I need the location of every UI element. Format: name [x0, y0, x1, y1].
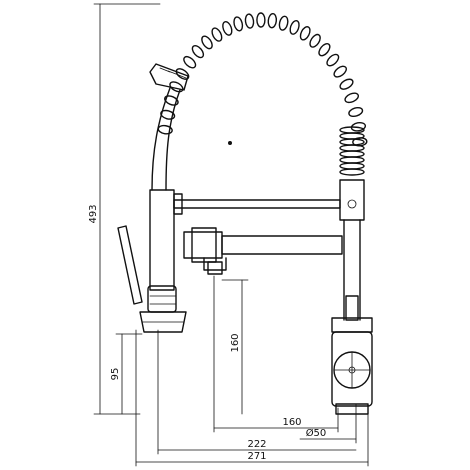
spring-coil-loop [339, 156, 365, 164]
dim-spout-height: 160 [230, 333, 241, 352]
dim-base-diameter: Ø50 [306, 427, 327, 439]
body-column [149, 189, 175, 291]
spring-coil-loop [233, 16, 244, 32]
spout-arm [221, 235, 343, 255]
spring-coil-loop [175, 68, 190, 80]
spring-coil-loop [244, 13, 255, 29]
dim-spout-reach: 160 [282, 417, 301, 428]
spring-coil-loop [222, 21, 233, 36]
spring-coil-loop [289, 19, 300, 35]
faucet-outline [117, 12, 373, 415]
spring-coil-loop [339, 132, 365, 140]
spring-coil [157, 12, 368, 176]
spring-coil-loop [326, 53, 340, 67]
spring-coil-loop [201, 35, 213, 50]
dim-total-height: 493 [88, 204, 99, 223]
dim-total-width: 271 [247, 451, 266, 462]
spring-coil-loop [339, 162, 365, 170]
spring-coil-loop [256, 12, 266, 28]
spring-coil-loop [211, 27, 223, 42]
dim-inner-width: 222 [247, 439, 266, 450]
faucet-base [139, 311, 187, 333]
spring-coil-loop [350, 121, 367, 132]
spring-coil-loop [339, 78, 354, 90]
spring-coil-loop [339, 150, 365, 158]
spring-coil-loop [183, 55, 197, 69]
spring-coil-loop [299, 26, 311, 41]
spring-coil-loop [309, 33, 321, 48]
dimension-labels: 493 95 160 160 Ø50 222 271 [88, 204, 326, 462]
spring-coil-loop [164, 95, 179, 106]
spring-coil-loop [267, 13, 278, 29]
spring-coil-loop [348, 106, 364, 118]
spring-coil-loop [339, 168, 365, 176]
hose [151, 87, 171, 191]
spring-coil-loop [318, 43, 331, 57]
dimension-lines [93, 3, 369, 467]
spring-coil-loop [339, 138, 365, 146]
center-mark [228, 141, 232, 145]
spring-coil-loop [278, 15, 289, 31]
hose-guide-bar [173, 199, 341, 209]
dim-base-height: 95 [110, 368, 121, 381]
spring-coil-loop [344, 92, 360, 104]
spray-nozzle [149, 63, 189, 91]
spring-coil-loop [191, 44, 205, 59]
handle-lever [117, 225, 143, 305]
spray-holder [339, 179, 365, 221]
spring-coil-loop [160, 109, 176, 120]
spring-coil-loop [333, 65, 347, 78]
spring-coil-loop [339, 144, 365, 152]
